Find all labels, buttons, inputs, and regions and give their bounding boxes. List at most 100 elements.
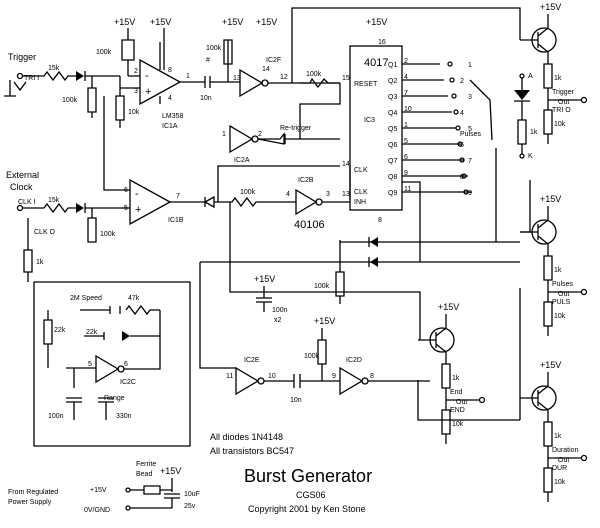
ic2d-label: IC2D: [346, 357, 362, 364]
r10k-ic1a: 10k: [128, 109, 140, 116]
ic1a-opamp: +15V 100k 10k - + 2 3 8 4 1 +15V LM358 I…: [96, 17, 243, 130]
r100k-fb: 100k: [240, 189, 256, 196]
p16: 16: [378, 39, 386, 46]
end-r10k: 10k: [452, 421, 464, 428]
selector-pos-5: 5: [468, 126, 472, 133]
trigger-input: Trigger TRI I 15k 100k: [4, 52, 120, 118]
ext-label-1: External: [6, 170, 39, 180]
p8: 8: [168, 67, 172, 74]
selector-contact[interactable]: [447, 61, 453, 67]
selector-contact[interactable]: [461, 173, 467, 179]
p3: 3: [134, 88, 138, 95]
svg-text:+: +: [145, 86, 151, 98]
q-pin-3: 7: [404, 90, 408, 97]
q-pin-4: 10: [404, 106, 412, 113]
ic3-label: IC3: [364, 117, 375, 124]
p14a: 14: [262, 66, 270, 73]
v15-a: +15V: [114, 17, 135, 27]
led-k: K: [528, 153, 533, 160]
ext-clock: External Clock CLK I CLK O 15k 100k 1k -…: [6, 96, 296, 282]
clock-jack[interactable]: [16, 204, 24, 212]
p13a: 13: [233, 75, 241, 82]
trigger-out-tag: TRI O: [552, 107, 571, 114]
q-pin-9: 11: [404, 186, 411, 193]
r15k-clk: 15k: [48, 197, 60, 204]
selector-contact[interactable]: [451, 93, 457, 99]
q-label-7: Q7: [388, 158, 397, 165]
v15-d: +15V: [256, 17, 277, 27]
p11: 11: [226, 373, 233, 380]
selector-contact[interactable]: [463, 189, 469, 195]
r15k-trig: 15k: [48, 65, 60, 72]
p2b: 2: [258, 131, 262, 138]
speed-label: 2M Speed: [70, 295, 102, 302]
r100k-reset: 100k: [306, 71, 322, 78]
p5: 5: [124, 205, 128, 212]
p8c: 8: [370, 373, 374, 380]
p1b: 1: [222, 131, 226, 138]
note-transistors: All transistors BC547: [210, 446, 294, 456]
pulses-r10k: 10k: [554, 313, 566, 320]
q-label-2: Q2: [388, 78, 397, 85]
ic2c-oscillator: 2M Speed 47k 22k 22k 5 6 IC2C Range 100n…: [33, 281, 191, 447]
p9b: 9: [332, 373, 336, 380]
end-out-tag: END: [450, 407, 465, 414]
r100k-e: 100k: [304, 353, 320, 360]
v15-e: +15V: [366, 17, 387, 27]
led: A K 1k: [514, 73, 538, 160]
trigger-output-jack[interactable]: [580, 96, 588, 104]
wires: [199, 7, 531, 421]
pulses-switch-label: Pulses: [460, 131, 482, 138]
selector-wiper[interactable]: [469, 79, 493, 141]
trigger-input-label: Trigger: [8, 52, 36, 62]
q-pin-1: 2: [404, 58, 408, 65]
p4: 4: [168, 95, 172, 102]
p7: 7: [176, 193, 180, 200]
selector-contact[interactable]: [453, 109, 459, 115]
clko-label: CLK O: [34, 229, 56, 236]
ic2e-label: IC2E: [244, 357, 260, 364]
selector-contact[interactable]: [449, 77, 455, 83]
q-label-5: Q5: [388, 126, 397, 133]
q-label-3: Q3: [388, 94, 397, 101]
trigger-r10k: 10k: [554, 121, 566, 128]
trigger-jack[interactable]: [16, 72, 24, 80]
p5b: 5: [88, 361, 92, 368]
ferrite-1: Ferrite: [136, 461, 156, 468]
selector-contact[interactable]: [459, 157, 465, 163]
duration-out-label: Out: [558, 457, 569, 464]
reset-label: RESET: [354, 81, 378, 88]
duration-output-jack[interactable]: [580, 454, 588, 462]
selector-contact[interactable]: [457, 141, 463, 147]
trigger-out-label: Out: [558, 99, 569, 106]
c10n-ic1a: 10n: [200, 95, 212, 102]
p12: 12: [280, 74, 288, 81]
ic2f-inverter: 13 14 IC2F +15V 12 100k: [233, 17, 340, 98]
pulses-r1k: 1k: [554, 267, 562, 274]
counter-4017: +15V 16 8 4017 RESET IC3 CLK CLK INH 15 …: [342, 17, 493, 224]
p3b: 3: [326, 191, 330, 198]
subtitle: CGS06: [296, 490, 326, 500]
p13b: 13: [342, 191, 350, 198]
p8b: 8: [378, 217, 382, 224]
gnd-label: 0V/GND: [84, 507, 110, 514]
q-label-1: Q1: [388, 62, 397, 69]
pulses-out-label: Out: [558, 291, 569, 298]
p15: 15: [342, 75, 350, 82]
end-output-jack[interactable]: [478, 396, 486, 404]
retrigger-label: Re-trigger: [280, 125, 312, 132]
duration-v15: +15V: [540, 360, 561, 370]
diode-osc: [122, 331, 130, 341]
led-a: A: [528, 73, 533, 80]
ic2f-label: IC2F: [266, 57, 281, 64]
selector-contact[interactable]: [455, 125, 461, 131]
r100k-ic1a: 100k: [96, 49, 112, 56]
selector-pos-2: 2: [460, 78, 464, 85]
c100n-osc: 100n: [48, 413, 64, 420]
pulses-out-name: Pulses: [552, 281, 574, 288]
pulses-output-jack[interactable]: [580, 288, 588, 296]
p14b: 14: [342, 161, 350, 168]
